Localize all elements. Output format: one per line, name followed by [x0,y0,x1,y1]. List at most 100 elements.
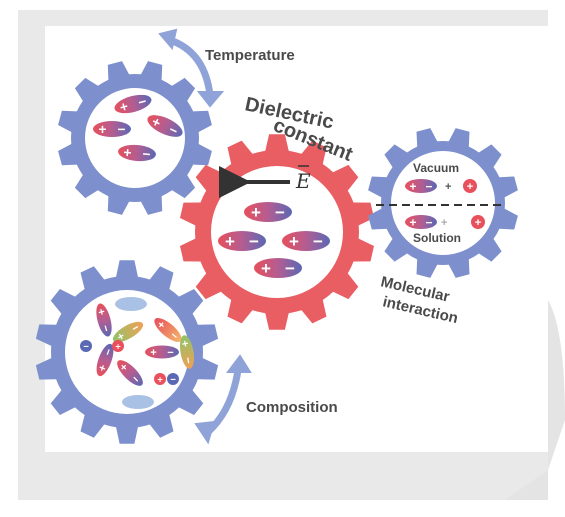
plus-symbol: + [123,145,132,161]
dipole: +− [154,317,182,343]
anion-body [167,373,179,385]
minus-symbol: − [275,203,285,222]
anion-sign: − [170,374,176,385]
dipole-body [405,179,437,193]
dipole-body [244,202,292,222]
temperature-label: Temperature [205,47,295,64]
dipole-body [96,343,114,377]
molecular-gear [368,128,518,278]
plus-symbol: + [289,232,299,251]
dipole-body [405,215,437,229]
anion-body [80,340,92,352]
dipole: +− [178,335,195,369]
cation-sign: + [115,341,121,352]
cation-body [154,373,166,385]
dipole: +− [405,215,437,229]
dipole: +− [147,114,183,139]
dipole: +− [145,345,179,359]
cation: + [463,179,477,193]
vacuum-label: Vacuum [413,161,459,175]
dipole-body [112,321,144,343]
cation: + [112,340,124,352]
cation: + [154,373,166,385]
plus-symbol: + [410,215,417,229]
temperature-arrow [158,28,225,108]
dipole: +− [114,94,152,116]
watermark-tail [505,470,548,500]
minus-symbol: − [426,215,433,229]
minus-symbol: − [167,347,173,359]
dipole-body [96,303,112,337]
minus-symbol: − [136,94,148,111]
solvent-molecule [115,297,147,311]
minus-symbol: − [249,232,259,251]
minus-symbol: − [313,232,323,251]
dipole: +− [117,360,143,386]
plus-symbol: + [99,122,107,137]
minus-symbol: − [426,179,433,193]
dipole-body [218,231,266,251]
dipole-body [145,345,179,359]
molecular-gear-hole [391,151,495,255]
plus-symbol: + [410,179,417,193]
anion-sign: − [83,341,89,352]
plus-symbol: + [225,232,235,251]
cation-sign: + [467,181,474,193]
cation-body [471,215,485,229]
plus-symbol: + [178,340,191,348]
dipole: +− [282,231,330,251]
dipole-body [114,94,152,114]
plus-symbol: + [261,259,271,278]
field-symbol: E [295,169,311,193]
plus-symbol: + [150,347,156,359]
dielectric-gear-hole [211,166,343,298]
cation-sign: + [475,217,482,229]
composition-arrow [194,354,252,445]
minus-symbol: − [118,122,126,137]
dipole: +− [254,258,302,278]
dipole-body [282,231,330,251]
cation-sign: + [157,374,163,385]
dipole: +− [405,179,437,193]
dipole: +− [244,202,292,222]
dipole-body [154,317,182,343]
composition-label: Composition [246,399,338,416]
dipole-body [93,121,131,137]
solution-label: Solution [413,231,461,245]
plus-symbol: + [118,99,130,116]
minus-symbol: − [285,259,295,278]
dipole-body [117,360,143,386]
cation-body [112,340,124,352]
minus-symbol: − [99,324,112,333]
temperature-gear-hole [85,88,185,188]
dipole-body [179,335,195,369]
minus-symbol: − [130,322,142,336]
dipole: +− [94,303,112,337]
minus-symbol: − [181,356,194,364]
dipole-body [118,144,156,162]
dipole: +− [218,231,266,251]
cation: + [471,215,485,229]
dipole: +− [93,121,131,137]
plus-symbol: + [94,307,107,316]
plus-symbol: + [251,203,261,222]
minus-symbol: − [102,347,115,357]
watermark-shape [548,300,565,470]
dipole: +− [96,343,116,377]
cation-body [463,179,477,193]
plus-symbol: + [96,363,109,373]
dipole-body [147,115,183,137]
dipole: +− [112,321,144,344]
anion: − [80,340,92,352]
temperature-gear [58,61,212,215]
minus-symbol: − [142,146,151,162]
plus-symbol: + [115,330,127,344]
dipole-body [254,258,302,278]
dipole: +− [118,144,156,162]
solvent-molecule [122,395,154,409]
vacuum-interaction-mark: + [445,181,451,193]
solution-interaction-mark: + [441,217,447,229]
anion: − [167,373,179,385]
